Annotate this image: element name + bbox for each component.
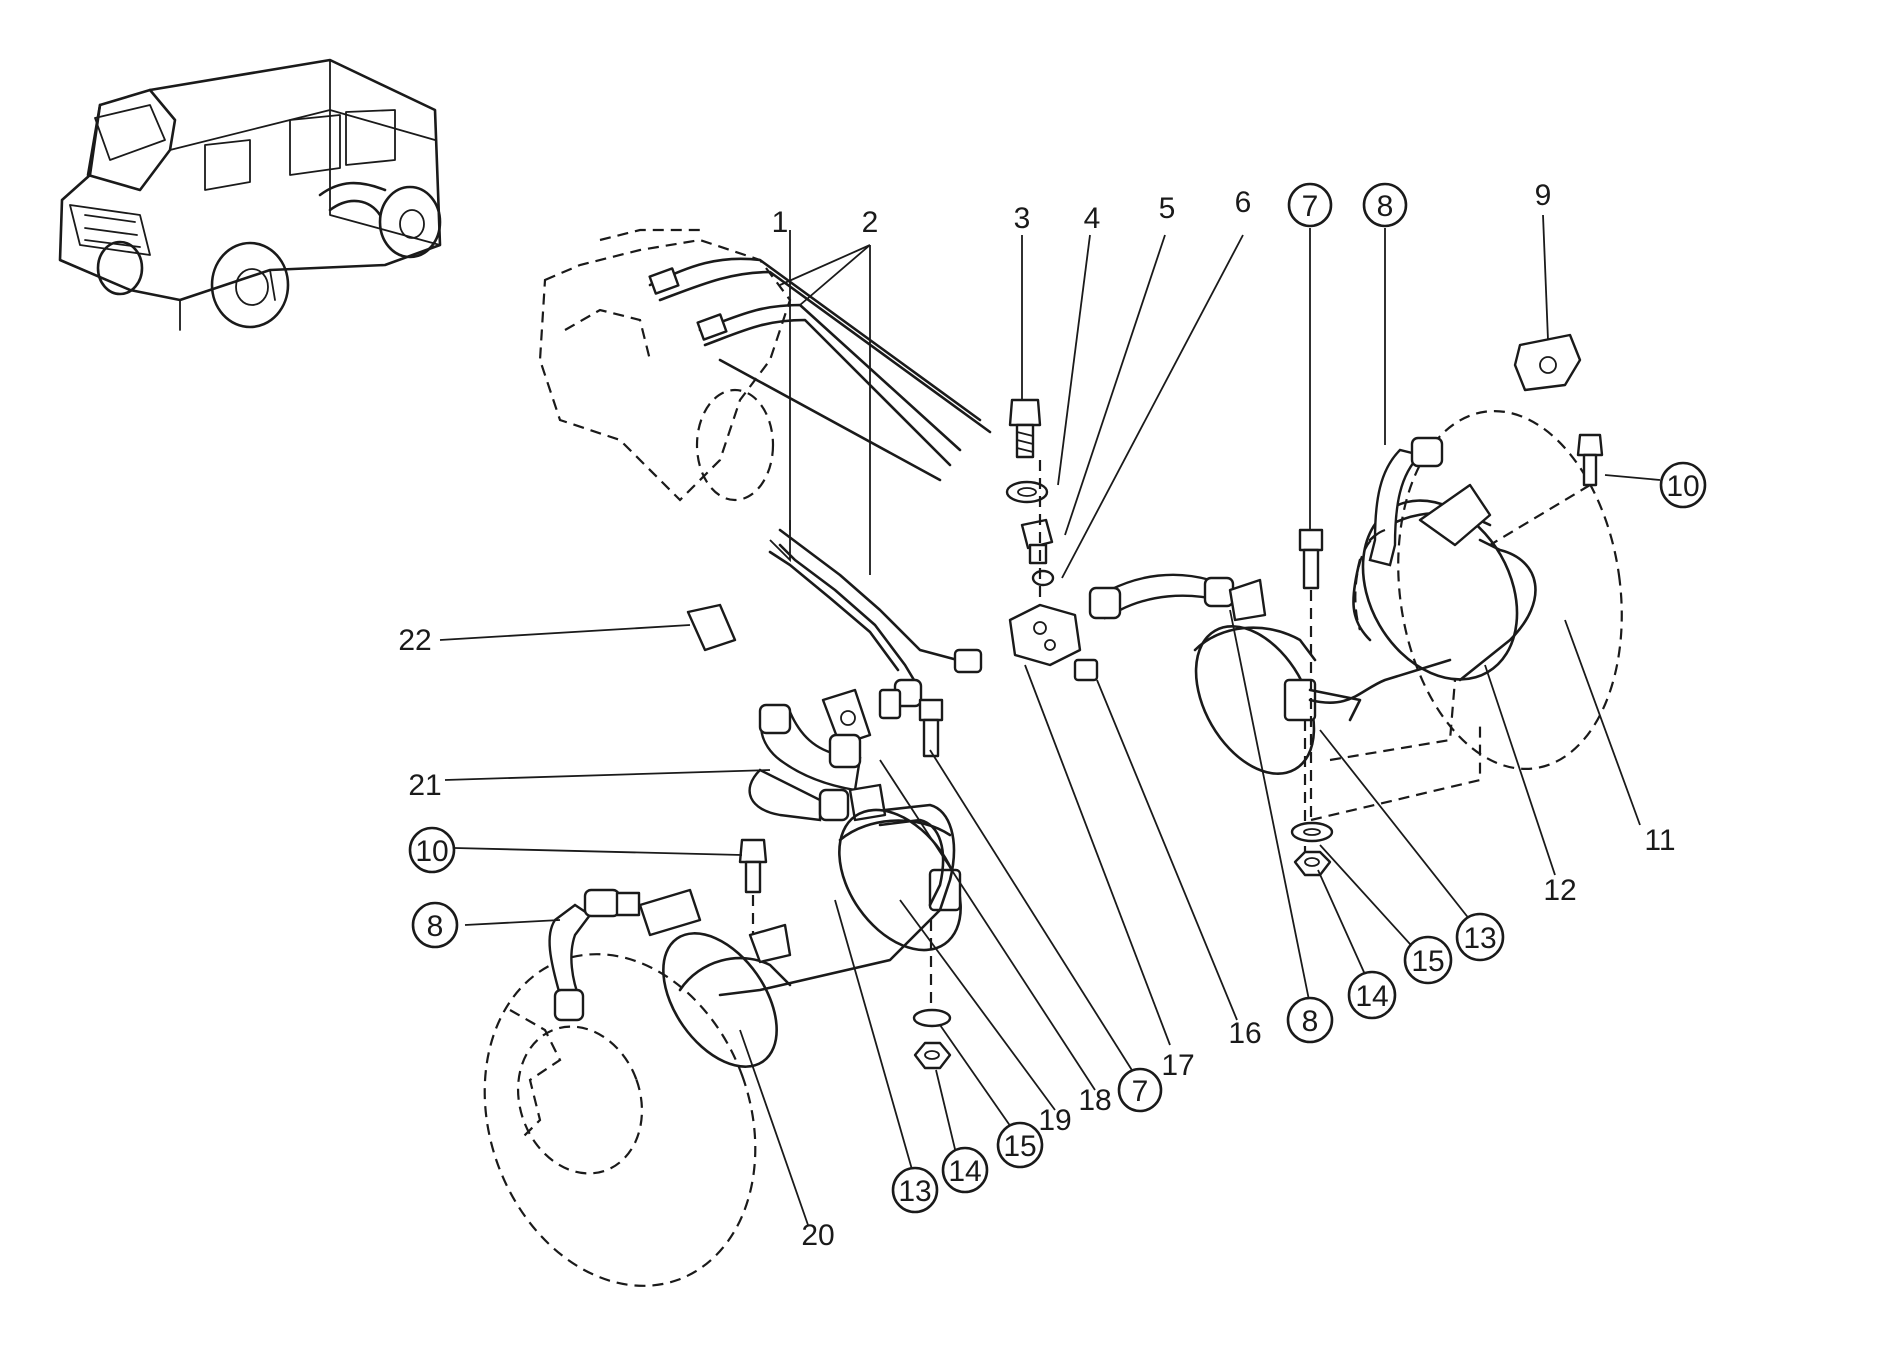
master-cylinder-outline: [538, 228, 992, 502]
callout-4: 4: [1084, 202, 1101, 235]
callout-text-17: 17: [1161, 1049, 1194, 1082]
callout-text-8b: 8: [1302, 1005, 1319, 1038]
callout-text-8c: 8: [427, 910, 444, 943]
callout-22: 22: [398, 624, 431, 657]
callout-7-circled-lower: 7: [1117, 1067, 1163, 1113]
callout-text-19: 19: [1038, 1104, 1071, 1137]
callout-17: 17: [1161, 1049, 1194, 1082]
callout-text-22: 22: [398, 624, 431, 657]
callout-13-circled-left: 13: [891, 1166, 939, 1214]
callout-8-circled-left: 8: [411, 901, 459, 949]
callout-text-20: 20: [801, 1219, 834, 1252]
left-disc-assembly: [483, 838, 792, 1287]
callout-6: 6: [1235, 186, 1252, 219]
callout-text-2: 2: [862, 206, 879, 239]
callout-text-7b: 7: [1132, 1075, 1149, 1108]
callout-text-18: 18: [1078, 1084, 1111, 1117]
callout-text-13b: 13: [898, 1175, 931, 1208]
callout-text-4: 4: [1084, 202, 1101, 235]
callout-text-14b: 14: [948, 1155, 981, 1188]
callout-14-circled-right: 14: [1347, 970, 1397, 1020]
callout-text-15: 15: [1411, 945, 1444, 978]
callout-2: 2: [862, 206, 879, 239]
callout-text-10b: 10: [415, 835, 448, 868]
callout-13-circled-right: 13: [1455, 912, 1505, 962]
brake-pipes: [768, 528, 983, 708]
tee-fitting-assembly: [1005, 398, 1099, 682]
callout-1: 1: [772, 206, 789, 239]
callout-text-10: 10: [1666, 470, 1699, 503]
callout-text-21: 21: [408, 769, 441, 802]
callout-8-circled-middle: 8: [1286, 996, 1334, 1044]
callout-text-9: 9: [1535, 179, 1552, 212]
callout-text-12: 12: [1543, 874, 1576, 907]
callout-10-circled-left: 10: [408, 826, 456, 874]
callout-20: 20: [801, 1219, 834, 1252]
leader-lines: [439, 214, 1661, 1226]
left-caliper-upper: [718, 688, 962, 1070]
callout-12: 12: [1543, 874, 1576, 907]
callout-11: 11: [1644, 824, 1675, 857]
callout-text-11: 11: [1644, 824, 1675, 857]
callout-18: 18: [1078, 1084, 1111, 1117]
callout-14-circled-left: 14: [941, 1146, 989, 1194]
callout-8-circled-upper: 8: [1362, 182, 1408, 228]
callout-9: 9: [1535, 179, 1552, 212]
callout-text-1: 1: [772, 206, 789, 239]
callout-3: 3: [1014, 202, 1031, 235]
callout-16: 16: [1228, 1017, 1261, 1050]
right-caliper-upper: [1088, 573, 1452, 870]
callout-text-14: 14: [1355, 980, 1388, 1013]
callout-text-5: 5: [1159, 192, 1176, 225]
right-disc-assembly: [1290, 333, 1623, 877]
callout-text-16: 16: [1228, 1017, 1261, 1050]
callout-text-15b: 15: [1003, 1130, 1036, 1163]
callout-15-circled-left: 15: [996, 1121, 1044, 1169]
callout-labels: 1 2 3 4 5 6 7 8 9 10 11 12 13 15 1: [398, 179, 1707, 1252]
callout-text-6: 6: [1235, 186, 1252, 219]
callout-10-circled-right: 10: [1659, 461, 1707, 509]
callout-text-3: 3: [1014, 202, 1031, 235]
callout-text-13: 13: [1463, 922, 1496, 955]
callout-text-8: 8: [1377, 190, 1394, 223]
vehicle-thumbnail: [58, 58, 442, 331]
callout-5: 5: [1159, 192, 1176, 225]
brake-pad-22: [686, 603, 737, 652]
callout-text-7: 7: [1302, 190, 1319, 223]
callout-19: 19: [1038, 1104, 1071, 1137]
callout-21: 21: [408, 769, 441, 802]
callout-15-circled-right: 15: [1403, 935, 1453, 985]
callout-7-circled-upper: 7: [1287, 182, 1333, 228]
